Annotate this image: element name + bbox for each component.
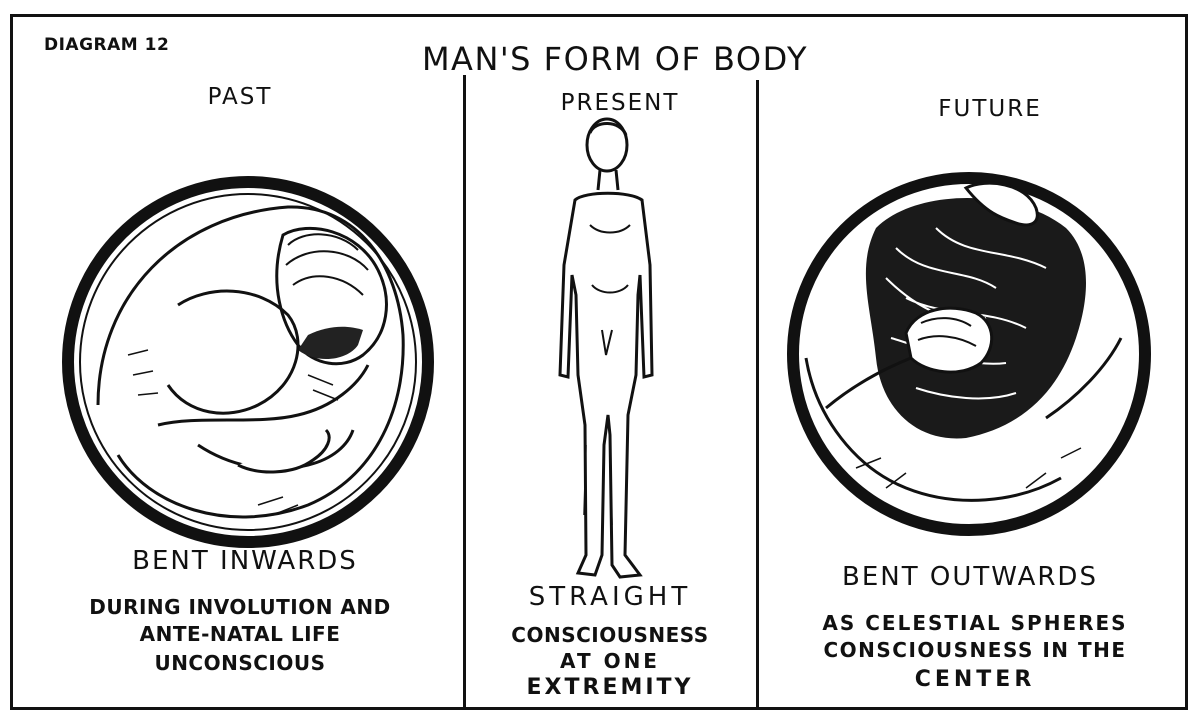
- caption-future-line-1: AS CELESTIAL SPHERES: [775, 610, 1175, 637]
- caption-present-line-3: EXTREMITY: [470, 674, 750, 701]
- caption-main-past: BENT INWARDS: [45, 546, 445, 576]
- caption-main-future: BENT OUTWARDS: [790, 562, 1150, 592]
- caption-past-line-2: ANTE-NATAL LIFE: [20, 621, 460, 648]
- diagram-title: MAN'S FORM OF BODY: [380, 40, 850, 78]
- divider-left: [463, 75, 466, 709]
- present-illustration-icon: [540, 115, 670, 585]
- caption-present-line-1: CONSCIOUSNESS: [470, 622, 750, 649]
- caption-main-present: STRAIGHT: [470, 582, 750, 612]
- caption-present-line-2: AT ONE: [470, 648, 750, 675]
- diagram-label: DIAGRAM 12: [44, 35, 169, 55]
- caption-future-line-3: CENTER: [775, 666, 1175, 693]
- divider-right: [756, 80, 759, 709]
- heading-past: PAST: [160, 84, 320, 110]
- past-illustration-icon: [58, 175, 438, 550]
- future-illustration-icon: [786, 168, 1156, 543]
- caption-past-line-3: UNCONSCIOUS: [20, 650, 460, 677]
- heading-future: FUTURE: [890, 96, 1090, 122]
- heading-present: PRESENT: [520, 90, 720, 116]
- caption-past-line-1: DURING INVOLUTION AND: [20, 594, 460, 621]
- caption-future-line-2: CONSCIOUSNESS IN THE: [775, 637, 1175, 664]
